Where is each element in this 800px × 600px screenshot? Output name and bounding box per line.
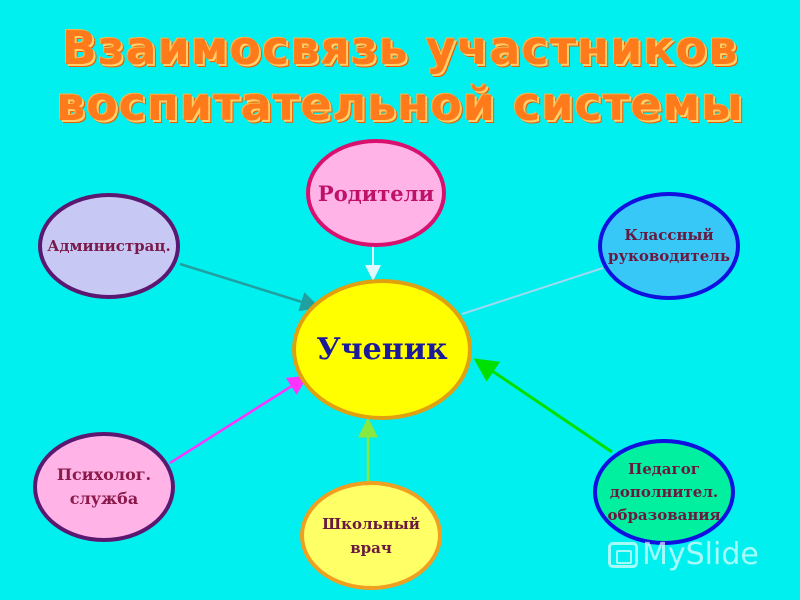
node-student: Ученик [292,279,472,420]
watermark-text: MySlide [642,537,759,572]
node-parents: Родители [306,139,446,247]
diagram-title-line-1: Взаимосвязь участников [61,21,739,75]
node-parents-label: Родители [317,180,435,206]
node-extra-teacher: Педагог дополнител. образования [593,439,735,545]
node-doctor: Школьный врач [300,481,442,590]
node-admin-label: Администрац. [47,237,171,255]
node-doctor-label: Школьный врач [322,514,420,557]
node-extra-teacher-label: Педагог дополнител. образования [607,459,721,524]
node-psych-label: Психолог. служба [56,465,152,508]
node-student-label: Ученик [316,332,448,367]
diagram-title-line-2: воспитательной системы [56,77,744,131]
arrow-psych-to-student [169,375,309,465]
node-class-teacher-label: Классный руководитель [607,226,731,265]
node-admin: Администрац. [38,193,180,299]
line-class-teacher-to-student [461,267,604,315]
node-psych: Психолог. служба [33,432,175,542]
arrow-extra-teacher-to-student [473,358,613,454]
slide-logo-icon [608,541,638,568]
watermark: MySlide [608,537,759,572]
arrow-admin-to-student [179,262,321,312]
node-class-teacher: Классный руководитель [598,192,740,300]
